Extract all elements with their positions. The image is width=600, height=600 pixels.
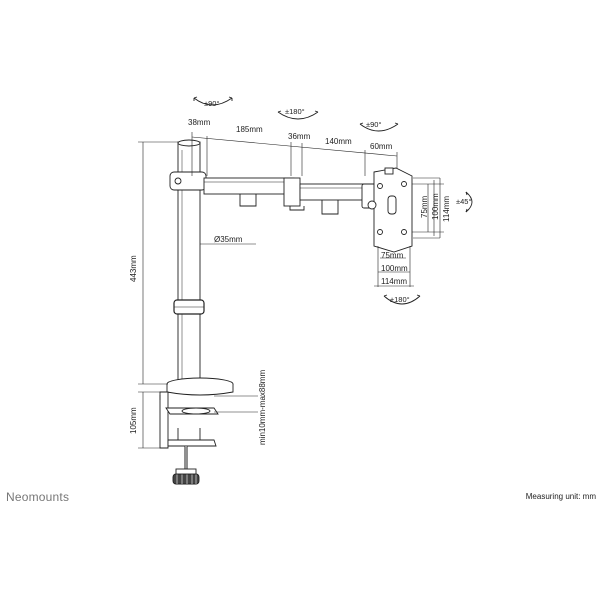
dim-pole: Ø35mm bbox=[214, 235, 243, 244]
rotation-label-wrist: ±90° bbox=[366, 120, 382, 129]
rotation-arrows bbox=[193, 96, 473, 305]
dim-clamp-range: min10mm-max88mm bbox=[258, 369, 267, 445]
arm bbox=[169, 171, 379, 215]
dim-vesa-h75: 75mm bbox=[381, 251, 404, 260]
vesa-plate bbox=[367, 167, 413, 253]
dim-60: 60mm bbox=[370, 142, 393, 151]
dim-38: 38mm bbox=[188, 118, 211, 127]
measuring-unit: Measuring unit: mm bbox=[525, 492, 596, 501]
dim-height: 443mm bbox=[129, 255, 138, 282]
dim-140: 140mm bbox=[325, 137, 352, 146]
rotation-label-joint1: ±90° bbox=[204, 99, 220, 108]
dim-185: 185mm bbox=[236, 125, 263, 134]
pole bbox=[173, 139, 205, 383]
dimension-lines bbox=[138, 132, 444, 449]
rotate-label: ±180° bbox=[390, 295, 410, 304]
desk-clamp bbox=[159, 391, 219, 485]
dim-vesa-v100: 100mm bbox=[431, 193, 440, 220]
dim-vesa-v114: 114mm bbox=[442, 195, 451, 222]
dim-36: 36mm bbox=[288, 132, 311, 141]
base-plate bbox=[166, 377, 234, 396]
dim-vesa-h100: 100mm bbox=[381, 264, 408, 273]
rotation-label-elbow: ±180° bbox=[285, 107, 305, 116]
brand-logo: Neomounts bbox=[6, 490, 70, 504]
dim-vesa-h114: 114mm bbox=[381, 277, 408, 286]
dim-clamp-height: 105mm bbox=[129, 407, 138, 434]
dim-vesa-v75: 75mm bbox=[420, 195, 429, 218]
tilt-label: ±45° bbox=[456, 197, 472, 206]
